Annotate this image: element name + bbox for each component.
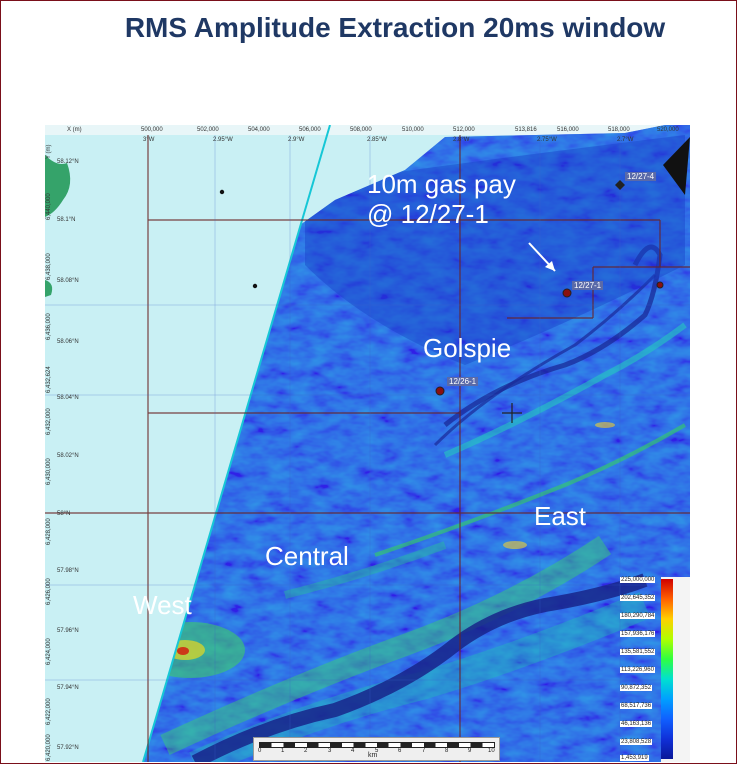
x-tick: 510,000 — [402, 127, 424, 133]
y-tick: 6,426,000 — [46, 578, 52, 605]
well-label-12-27-1: 12/27-1 — [572, 281, 604, 290]
legend-value: 157,936,176 — [620, 631, 656, 637]
y-tick: 6,440,000 — [46, 193, 52, 220]
x-tick: 516,000 — [557, 127, 579, 133]
lon-tick: 2.8°W — [453, 137, 470, 143]
legend-value: 46,163,136 — [620, 721, 653, 727]
y-tick: 6,432,000 — [46, 408, 52, 435]
lat-tick: 57.96°N — [57, 628, 79, 634]
map-grid — [45, 135, 690, 762]
diamond-marker — [615, 180, 625, 190]
lat-tick: 58.06°N — [57, 339, 79, 345]
x-tick: 504,000 — [248, 127, 270, 133]
scale-unit: km — [368, 752, 378, 759]
amplitude-map: X (m) 500,000 502,000 504,000 506,000 50… — [45, 125, 690, 762]
lat-tick: 58.08°N — [57, 278, 79, 284]
x-tick: 518,000 — [608, 127, 630, 133]
survey-boundary — [142, 125, 331, 762]
axis-header-band — [45, 125, 690, 135]
scale-number: 6 — [398, 748, 402, 754]
scale-number: 4 — [351, 748, 355, 754]
scale-number: 1 — [281, 748, 285, 754]
north-arrow-icon — [663, 137, 690, 195]
lon-tick: 2.95°W — [213, 137, 233, 143]
well-marker-east-edge — [656, 281, 664, 289]
scale-number: 8 — [445, 748, 449, 754]
lat-tick: 57.94°N — [57, 685, 79, 691]
well-label-12-26-1: 12/26-1 — [447, 377, 479, 386]
scale-number: 5 — [375, 748, 379, 754]
well-marker-12-26-1 — [435, 386, 445, 396]
scale-number: 7 — [422, 748, 426, 754]
lat-tick: 58°N — [57, 511, 71, 517]
coastline-shape — [45, 155, 71, 217]
gas-pay-line-2: @ 12/27-1 — [367, 199, 489, 229]
slide-title: RMS Amplitude Extraction 20ms window — [124, 12, 666, 43]
y-tick: 6,428,000 — [46, 518, 52, 545]
scale-bar: 0 1 2 3 4 5 6 7 8 9 10 km — [253, 737, 500, 761]
y-tick: 6,420,000 — [46, 734, 52, 761]
legend-value: 135,581,552 — [620, 649, 656, 655]
lat-tick: 58.02°N — [57, 453, 79, 459]
x-tick: 512,000 — [453, 127, 475, 133]
lat-tick: 58.12°N — [57, 159, 79, 165]
land-point-2 — [252, 283, 258, 289]
area-label-west: West — [133, 590, 192, 620]
legend-value: 68,517,736 — [620, 703, 653, 709]
lat-tick: 57.92°N — [57, 745, 79, 751]
amplitude-legend: 225,000,000 202,645,352 180,290,784 157,… — [620, 577, 690, 762]
scale-number: 2 — [304, 748, 308, 754]
legend-value: 113,226,960 — [620, 667, 655, 673]
gas-pay-line-1: 10m gas pay — [367, 169, 516, 199]
lat-tick: 58.1°N — [57, 217, 76, 223]
y-tick: 6,424,000 — [46, 638, 52, 665]
y-tick: 6,438,000 — [46, 253, 52, 280]
coastline-shape-2 — [45, 280, 53, 297]
scale-number: 0 — [258, 748, 262, 754]
y-axis-header: Y (m) — [46, 144, 52, 159]
scale-number: 9 — [468, 748, 472, 754]
x-tick: 500,000 — [141, 127, 163, 133]
scale-bar-ruler — [259, 742, 495, 748]
lon-tick: 2.85°W — [367, 137, 387, 143]
y-tick: 6,432,624 — [46, 366, 52, 393]
crosshair-icon — [502, 403, 522, 423]
legend-value: 202,645,352 — [620, 595, 656, 601]
scale-number: 10 — [488, 748, 495, 754]
lon-tick: 2.9°W — [288, 137, 305, 143]
latlon-grid — [45, 135, 690, 762]
map-graphic — [45, 125, 690, 762]
area-label-golspie: Golspie — [423, 333, 512, 363]
legend-value: 23,808,528 — [620, 739, 653, 745]
y-tick: 6,430,000 — [46, 458, 52, 485]
lon-tick: 3°W — [143, 137, 155, 143]
y-tick: 6,422,000 — [46, 698, 52, 725]
lat-tick: 58.04°N — [57, 395, 79, 401]
x-tick: 513,816 — [515, 127, 537, 133]
x-tick: 520,000 — [657, 127, 679, 133]
area-label-east: East — [534, 501, 587, 531]
land-point-1 — [219, 189, 225, 195]
legend-value: 225,000,000 — [620, 577, 656, 583]
well-marker-12-27-1 — [562, 288, 572, 298]
y-tick: 6,436,000 — [46, 313, 52, 340]
lon-tick: 2.75°W — [537, 137, 557, 143]
x-tick: 506,000 — [299, 127, 321, 133]
legend-value: 180,290,784 — [620, 613, 656, 619]
x-tick: 508,000 — [350, 127, 372, 133]
x-tick: 502,000 — [197, 127, 219, 133]
annotation-arrowhead-icon — [545, 261, 555, 271]
x-axis-header: X (m) — [67, 127, 82, 133]
legend-color-ramp — [661, 579, 673, 759]
area-label-central: Central — [265, 541, 349, 571]
scale-number: 3 — [328, 748, 332, 754]
lon-tick: 2.7°W — [617, 137, 634, 143]
legend-value: 1,453,919 — [620, 755, 649, 761]
lat-tick: 57.98°N — [57, 568, 79, 574]
legend-value: 90,872,352 — [620, 685, 653, 691]
well-label-12-27-4: 12/27-4 — [625, 172, 657, 181]
